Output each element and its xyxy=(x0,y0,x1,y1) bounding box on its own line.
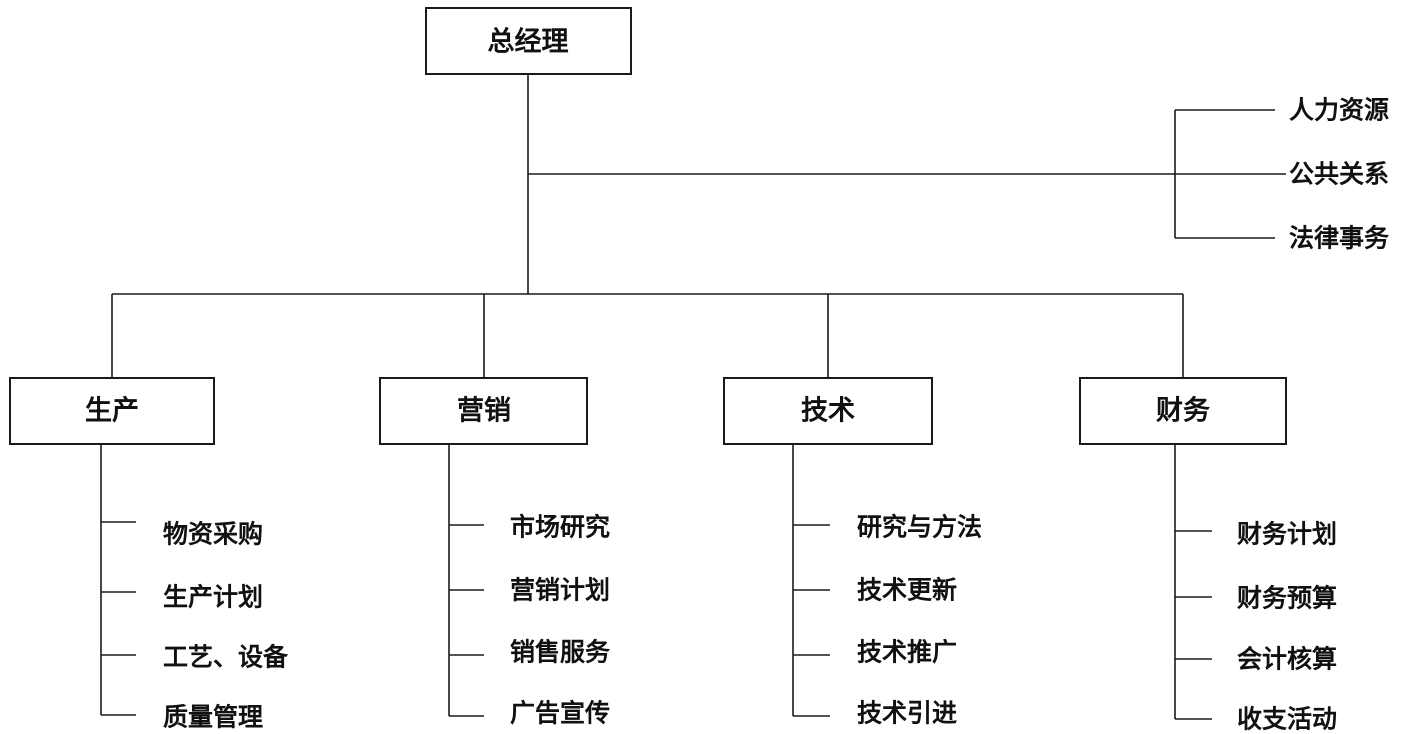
subfunction-item: 生产计划 xyxy=(163,583,263,612)
technology-subfunctions: 研究与方法 技术更新 技术推广 技术引进 xyxy=(857,513,982,728)
department-label: 营销 xyxy=(457,396,511,427)
marketing-subfunctions: 市场研究 营销计划 销售服务 广告宣传 xyxy=(510,513,610,728)
staff-functions: 人力资源 公共关系 法律事务 xyxy=(1289,96,1389,253)
subfunction-item: 营销计划 xyxy=(510,576,610,605)
subfunction-item: 工艺、设备 xyxy=(163,643,289,672)
subfunction-item: 财务预算 xyxy=(1237,584,1337,613)
department-box xyxy=(9,377,215,445)
department-box xyxy=(379,377,588,445)
department-technology: 技术 xyxy=(723,377,933,445)
production-subfunctions: 物资采购 生产计划 工艺、设备 质量管理 xyxy=(163,520,289,732)
department-label: 生产 xyxy=(85,396,139,427)
general-manager-node: 总经理 xyxy=(425,7,632,75)
subfunction-item: 财务计划 xyxy=(1237,520,1337,549)
connectors xyxy=(100,74,1286,720)
subfunction-item: 收支活动 xyxy=(1237,705,1337,734)
department-label: 技术 xyxy=(801,396,855,427)
department-box xyxy=(723,377,933,445)
department-box xyxy=(1079,377,1287,445)
subfunction-item: 广告宣传 xyxy=(510,699,610,728)
staff-item: 法律事务 xyxy=(1289,224,1389,253)
department-marketing: 营销 xyxy=(379,377,588,445)
staff-item: 人力资源 xyxy=(1289,96,1389,125)
general-manager-label: 总经理 xyxy=(488,26,569,58)
department-label: 财务 xyxy=(1156,396,1210,427)
subfunction-item: 研究与方法 xyxy=(857,513,982,542)
subfunction-item: 技术推广 xyxy=(857,638,957,667)
staff-item: 公共关系 xyxy=(1289,160,1389,189)
department-finance: 财务 xyxy=(1079,377,1287,445)
subfunction-item: 物资采购 xyxy=(163,520,263,549)
subfunction-item: 技术更新 xyxy=(857,576,957,605)
subfunction-item: 市场研究 xyxy=(510,513,610,542)
general-manager-box xyxy=(425,7,632,75)
subfunction-item: 质量管理 xyxy=(163,703,263,732)
finance-subfunctions: 财务计划 财务预算 会计核算 收支活动 xyxy=(1237,520,1337,734)
subfunction-item: 会计核算 xyxy=(1237,645,1337,674)
subfunction-item: 技术引进 xyxy=(857,699,957,728)
department-production: 生产 xyxy=(9,377,215,445)
subfunction-item: 销售服务 xyxy=(510,638,610,667)
